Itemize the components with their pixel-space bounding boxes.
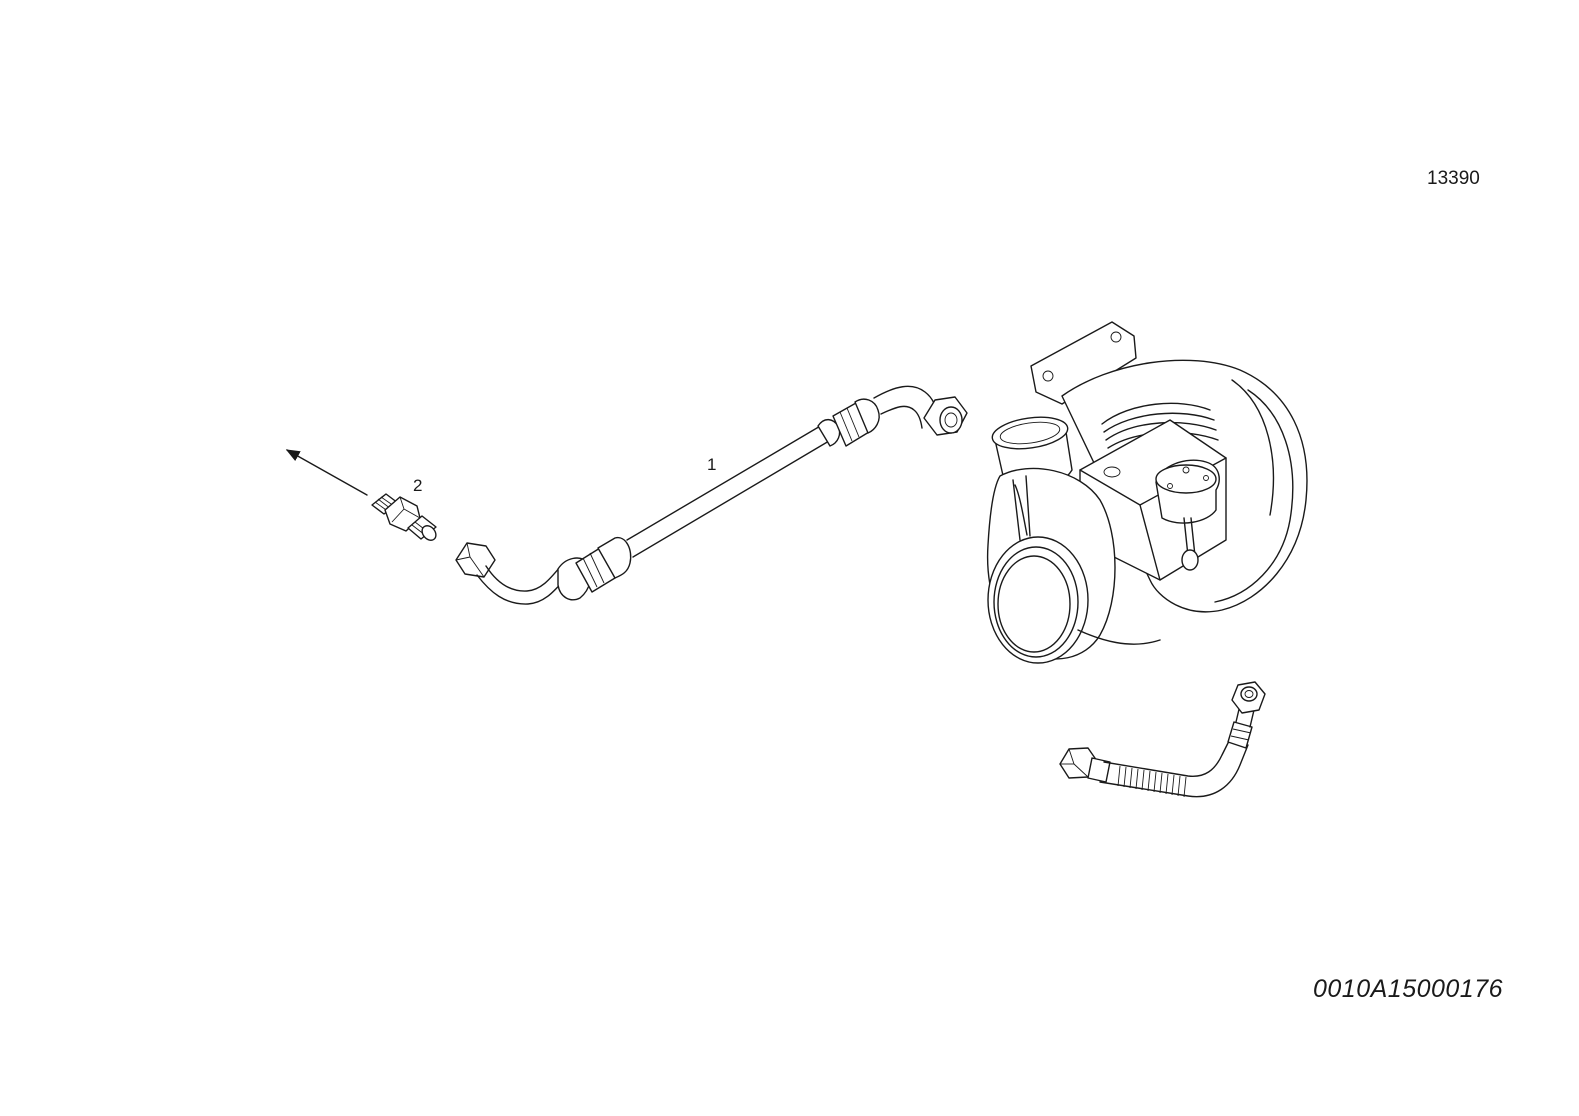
callout-label-2: 2 (413, 476, 423, 495)
direction-arrow (285, 449, 368, 496)
adapter-fitting (371, 493, 437, 541)
turbocharger (986, 321, 1308, 664)
callout-label-1: 1 (707, 455, 717, 474)
drawing-id: 0010A15000176 (1313, 975, 1504, 1003)
oil-feed-pipe (455, 385, 968, 605)
oil-return-hose (1059, 681, 1266, 798)
reference-code: 13390 (1427, 168, 1480, 189)
